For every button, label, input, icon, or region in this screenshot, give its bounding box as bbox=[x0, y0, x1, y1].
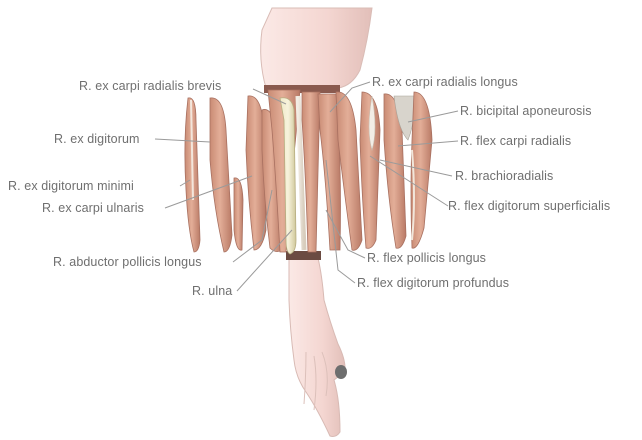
muscle-ex-digitorum bbox=[210, 98, 232, 252]
label-bicipital-aponeurosis: R. bicipital aponeurosis bbox=[460, 104, 592, 118]
label-brachioradialis: R. brachioradialis bbox=[455, 169, 553, 183]
label-abductor-pollicis-longus: R. abductor pollicis longus bbox=[53, 255, 202, 269]
label-ex-carpi-radialis-brevis: R. ex carpi radialis brevis bbox=[79, 79, 221, 93]
hand bbox=[289, 258, 345, 437]
label-ulna: R. ulna bbox=[192, 284, 232, 298]
label-ex-digitorum-minimi: R. ex digitorum minimi bbox=[8, 179, 134, 193]
label-ex-carpi-radialis-longus: R. ex carpi radialis longus bbox=[372, 75, 518, 89]
label-flex-pollicis-longus: R. flex pollicis longus bbox=[367, 251, 486, 265]
thumb-tip bbox=[335, 365, 347, 379]
label-flex-digitorum-profundus: R. flex digitorum profundus bbox=[357, 276, 509, 290]
label-ex-digitorum: R. ex digitorum bbox=[54, 132, 140, 146]
label-flex-digitorum-superficialis: R. flex digitorum superficialis bbox=[448, 199, 610, 213]
label-ex-carpi-ulnaris: R. ex carpi ulnaris bbox=[42, 201, 144, 215]
upper-arm bbox=[261, 8, 372, 88]
muscle-ex-digitorum-minimi bbox=[234, 178, 243, 250]
label-flex-carpi-radialis: R. flex carpi radialis bbox=[460, 134, 571, 148]
